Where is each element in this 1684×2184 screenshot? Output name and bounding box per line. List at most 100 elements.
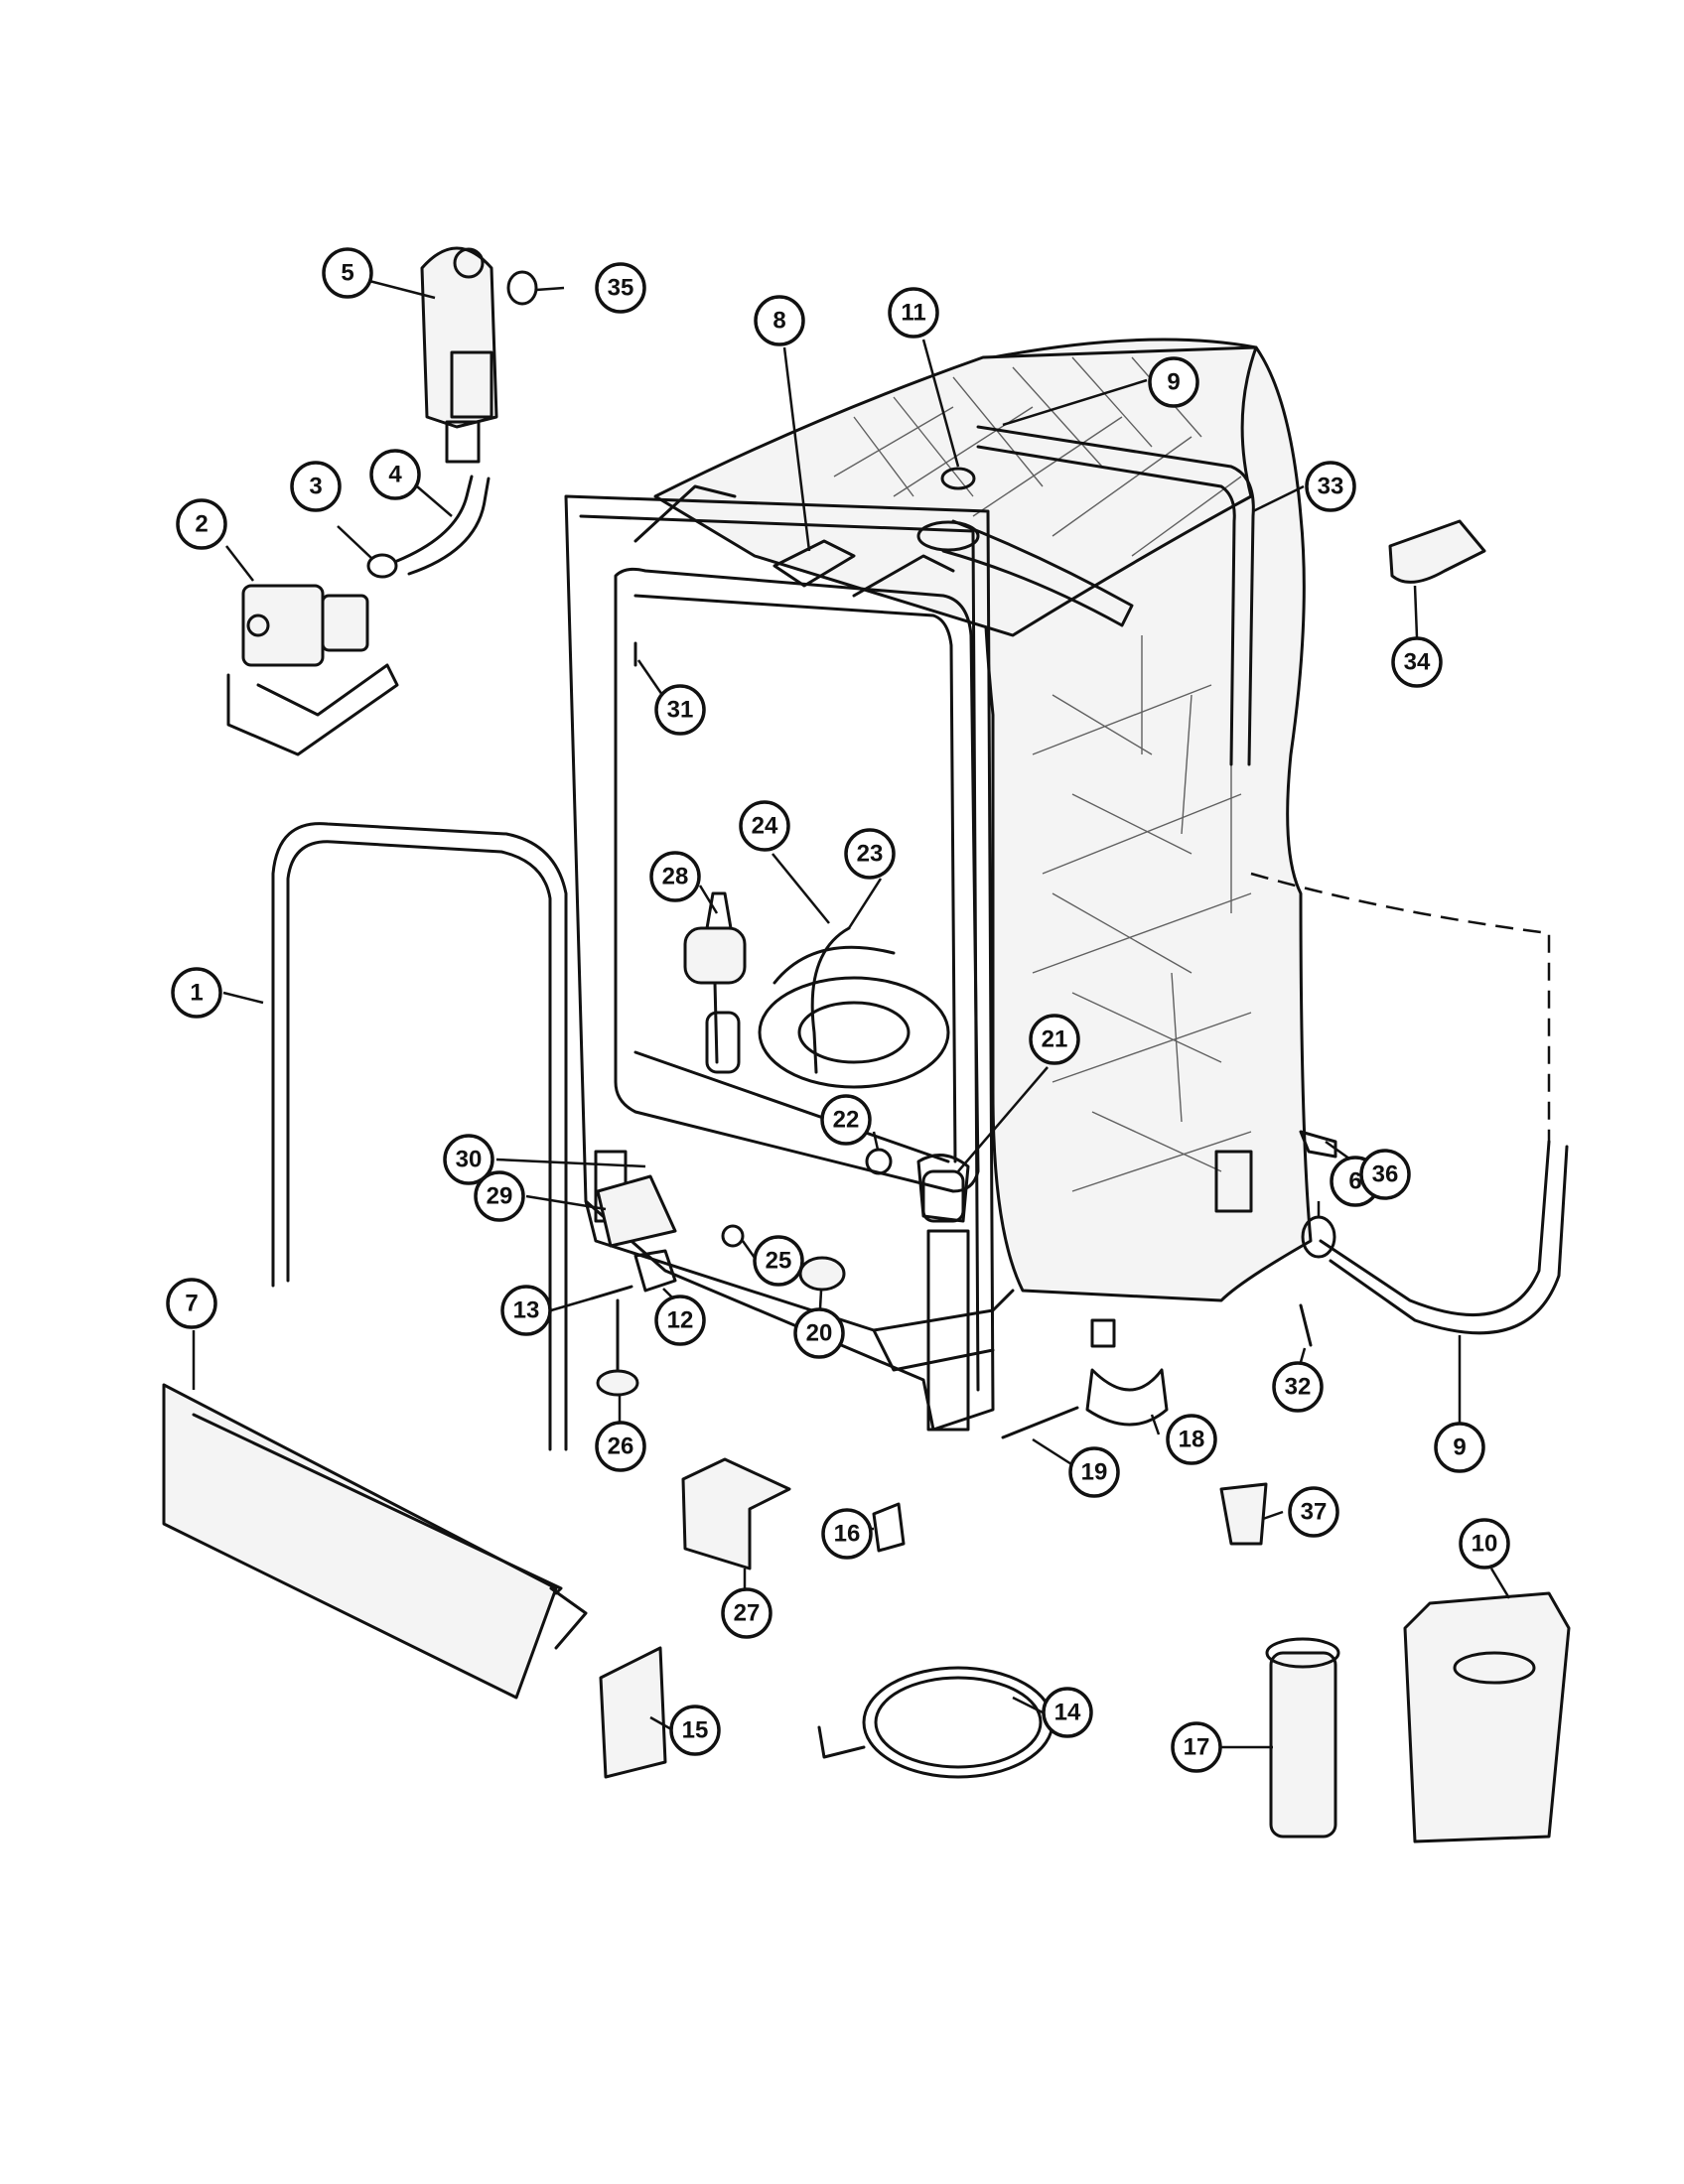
- callout-circle: [1029, 1014, 1080, 1065]
- callout-number: 15: [682, 1717, 709, 1744]
- callout-number: 27: [734, 1600, 761, 1627]
- callout-circle: [474, 1170, 525, 1222]
- callout-c14: 14: [1042, 1687, 1093, 1738]
- drain-hose: [1319, 1140, 1551, 1316]
- callout-number: 2: [195, 511, 208, 538]
- callout-number: 17: [1184, 1734, 1210, 1761]
- mounting-bracket: [1299, 1130, 1337, 1159]
- nut: [865, 1148, 893, 1175]
- callout-circle: [1272, 1361, 1324, 1413]
- grommet: [940, 467, 976, 490]
- callout-circle: [1171, 1721, 1222, 1773]
- cap: [798, 1256, 846, 1292]
- callout-number: 7: [185, 1291, 198, 1317]
- callout-circle: [171, 967, 222, 1019]
- float: [683, 891, 747, 1064]
- callout-circle: [322, 247, 373, 299]
- callout-number: 34: [1404, 649, 1431, 676]
- callout-number: 16: [834, 1521, 861, 1548]
- callout-c19: 19: [1068, 1446, 1120, 1498]
- callout-number: 20: [806, 1320, 833, 1347]
- callout-number: 18: [1179, 1427, 1205, 1453]
- callout-number: 21: [1042, 1026, 1068, 1053]
- fill-funnel: [420, 246, 498, 464]
- callout-number: 30: [456, 1147, 483, 1173]
- callout-circle: [369, 449, 421, 500]
- callout-circle: [1305, 461, 1356, 512]
- small-cap: [1219, 1482, 1268, 1546]
- callout-number: 32: [1285, 1374, 1312, 1401]
- callout-number: 6: [1348, 1168, 1361, 1195]
- callout-circle: [1459, 1518, 1510, 1570]
- clamp: [366, 553, 398, 579]
- callout-c1: 1: [171, 967, 222, 1019]
- float-switch: [596, 1174, 677, 1248]
- callout-c34: 34: [1391, 636, 1443, 688]
- callout-number: 1: [190, 980, 203, 1007]
- callout-number: 29: [487, 1183, 513, 1210]
- callout-circle: [1391, 636, 1443, 688]
- callout-c9a: 9: [1148, 356, 1199, 408]
- tub-top-blanket: [653, 345, 1258, 637]
- o-ring: [506, 270, 538, 306]
- tub-opening: [614, 567, 980, 1193]
- filter-cover: [1403, 1591, 1571, 1843]
- callout-circle: [793, 1307, 845, 1359]
- callout-circle: [753, 1235, 804, 1287]
- callout-number: 28: [662, 864, 689, 890]
- callout-circle: [888, 287, 939, 339]
- callout-c7: 7: [166, 1278, 217, 1329]
- small-panel: [599, 1646, 667, 1779]
- screw: [590, 1285, 633, 1300]
- callout-number: 19: [1081, 1459, 1108, 1486]
- callout-number: 11: [901, 300, 925, 327]
- callout-circle: [595, 1421, 646, 1472]
- callout-circle: [1068, 1446, 1120, 1498]
- callout-c31: 31: [654, 684, 706, 736]
- callout-circle: [654, 684, 706, 736]
- callout-c4: 4: [369, 449, 421, 500]
- callout-circle: [844, 828, 896, 880]
- leg-bracket: [1085, 1368, 1169, 1427]
- callout-number: 9: [1167, 369, 1180, 396]
- drain-screw: [1299, 1303, 1313, 1347]
- callout-circle: [443, 1134, 494, 1185]
- callout-circle: [166, 1278, 217, 1329]
- callout-c29: 29: [474, 1170, 525, 1222]
- callout-number: 5: [341, 260, 353, 287]
- callout-c23: 23: [844, 828, 896, 880]
- filter-tube: [1265, 1637, 1340, 1839]
- vent-hose: [976, 425, 1255, 766]
- callout-circle: [1042, 1687, 1093, 1738]
- leveling-leg: [596, 1298, 639, 1397]
- callout-number: 25: [766, 1248, 792, 1275]
- callout-c20: 20: [793, 1307, 845, 1359]
- callout-circle: [500, 1285, 552, 1336]
- callout-circle: [290, 461, 342, 512]
- callout-c27: 27: [721, 1587, 772, 1639]
- inlet-hose: [395, 475, 474, 563]
- callout-number: 13: [513, 1297, 540, 1324]
- callout-c12: 12: [654, 1295, 706, 1346]
- callout-c24: 24: [739, 800, 790, 852]
- callout-c16: 16: [821, 1508, 873, 1560]
- door-gasket: [271, 822, 568, 1451]
- callout-circle: [754, 295, 805, 346]
- callout-c9b: 9: [1434, 1422, 1485, 1473]
- callout-number: 36: [1372, 1161, 1399, 1188]
- callout-circle: [176, 498, 227, 550]
- callout-c3: 3: [290, 461, 342, 512]
- callout-circle: [1166, 1414, 1217, 1465]
- callout-c21: 21: [1029, 1014, 1080, 1065]
- callout-number: 12: [667, 1307, 694, 1334]
- callout-c33: 33: [1305, 461, 1356, 512]
- callout-number: 37: [1301, 1499, 1328, 1526]
- leader-lines: [192, 279, 1511, 1749]
- callout-circle: [669, 1705, 721, 1756]
- callout-c5: 5: [322, 247, 373, 299]
- callout-number: 9: [1453, 1434, 1466, 1461]
- callout-c8: 8: [754, 295, 805, 346]
- callout-c28: 28: [649, 851, 701, 902]
- callout-circle: [649, 851, 701, 902]
